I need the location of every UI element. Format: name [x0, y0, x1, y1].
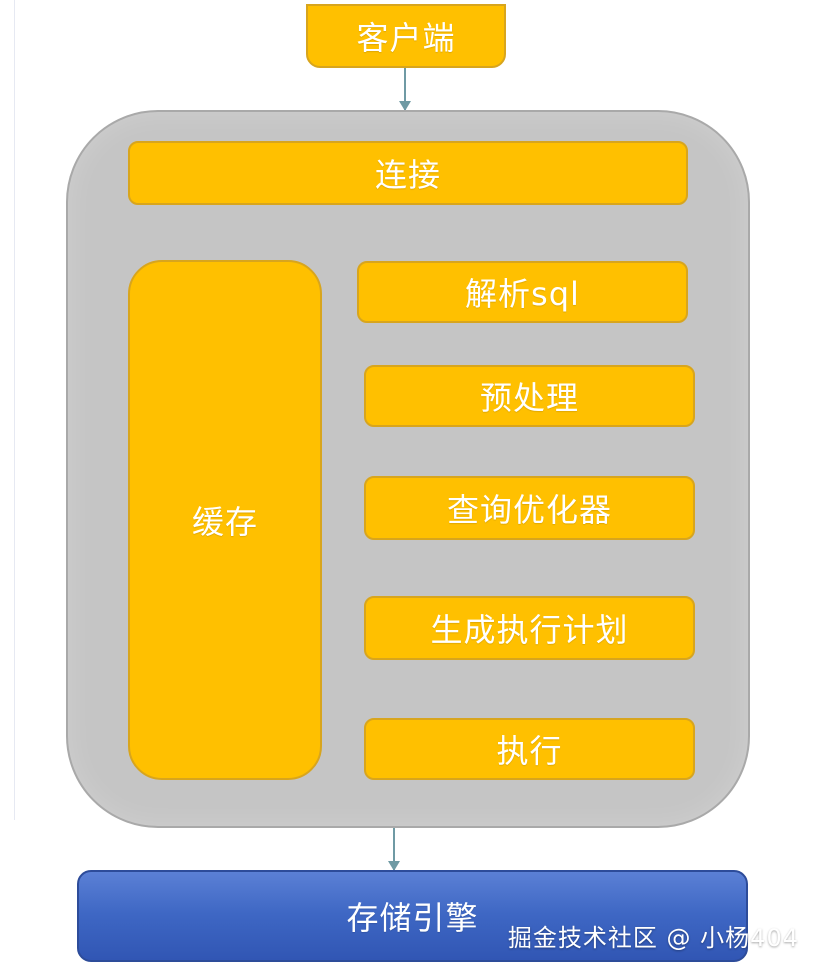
preprocess-box: 预处理: [364, 365, 695, 427]
parse-sql-label: 解析sql: [465, 275, 580, 313]
execute-box: 执行: [364, 718, 695, 780]
client-to-server-arrow: [399, 68, 411, 111]
cache-label: 缓存: [191, 503, 258, 541]
left-border-line: [14, 0, 15, 820]
server-to-storage-arrow: [388, 828, 400, 871]
cache-box: 缓存: [128, 260, 322, 780]
execute-label: 执行: [496, 732, 563, 770]
storage-engine-label: 存储引擎: [346, 899, 479, 937]
preprocess-label: 预处理: [479, 379, 579, 417]
watermark-text: 掘金技术社区 @ 小杨404: [507, 924, 799, 952]
storage-engine-box: 存储引擎: [77, 870, 748, 962]
parse-sql-box: 解析sql: [357, 261, 688, 323]
generate-plan-box: 生成执行计划: [364, 596, 695, 660]
connection-label: 连接: [374, 156, 441, 194]
generate-plan-label: 生成执行计划: [430, 611, 629, 649]
client-box: 客户端: [306, 4, 506, 68]
connection-box: 连接: [128, 141, 688, 205]
query-optimizer-label: 查询优化器: [446, 491, 612, 529]
client-label: 客户端: [356, 19, 456, 57]
query-optimizer-box: 查询优化器: [364, 476, 695, 540]
